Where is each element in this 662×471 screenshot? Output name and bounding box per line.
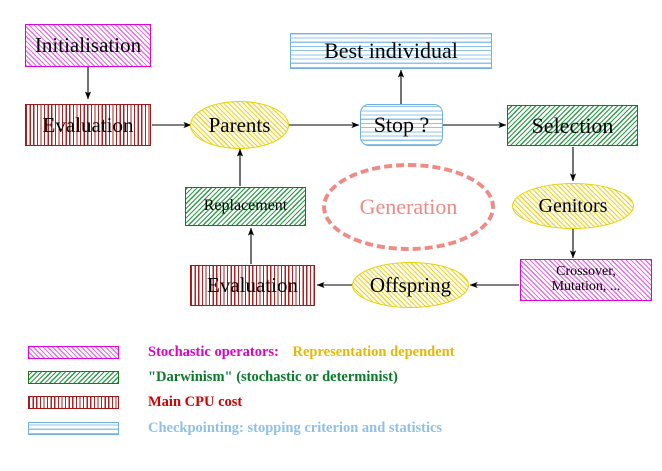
node-initialisation[interactable]: Initialisation bbox=[25, 24, 151, 67]
legend-label-stochastic-secondary: Representation dependent bbox=[292, 344, 455, 360]
node-evaluation-bottom-label: Evaluation bbox=[207, 273, 298, 298]
node-parents-label: Parents bbox=[208, 112, 271, 137]
legend-label-checkpointing: Checkpointing: stopping criterion and st… bbox=[148, 420, 443, 436]
node-offspring-label: Offspring bbox=[369, 272, 452, 297]
node-best-individual-label: Best individual bbox=[324, 38, 458, 64]
node-evaluation-top[interactable]: Evaluation bbox=[25, 104, 151, 146]
legend-label-cpu-cost: Main CPU cost bbox=[148, 394, 243, 410]
legend-row-cpu-cost: Main CPU cost bbox=[28, 394, 242, 411]
node-best-individual[interactable]: Best individual bbox=[290, 33, 492, 69]
legend-swatch-magenta-diagonal-hatch bbox=[28, 346, 119, 359]
legend-row-darwinism: "Darwinism" (stochastic or determinist) bbox=[28, 369, 398, 386]
node-variation-label: Crossover, Mutation, ... bbox=[551, 264, 621, 294]
node-selection-label: Selection bbox=[531, 112, 614, 138]
legend-row-checkpointing: Checkpointing: stopping criterion and st… bbox=[28, 420, 442, 437]
legend-label-darwinism: "Darwinism" (stochastic or determinist) bbox=[148, 369, 398, 385]
legend-swatch-blue-horizontal-hatch bbox=[28, 422, 119, 435]
node-generation: Generation bbox=[322, 163, 495, 251]
node-genitors[interactable]: Genitors bbox=[512, 183, 634, 229]
node-evaluation-top-label: Evaluation bbox=[42, 112, 134, 137]
node-stop-label: Stop ? bbox=[373, 112, 430, 138]
node-parents[interactable]: Parents bbox=[190, 101, 289, 149]
node-replacement-label: Replacement bbox=[203, 197, 288, 215]
node-genitors-label: Genitors bbox=[538, 194, 608, 217]
node-initialisation-label: Initialisation bbox=[34, 33, 142, 58]
legend-label-stochastic: Stochastic operators: Representation dep… bbox=[148, 344, 455, 361]
node-evaluation-bottom[interactable]: Evaluation bbox=[190, 265, 315, 306]
legend-swatch-red-vertical-hatch bbox=[28, 396, 119, 409]
node-replacement[interactable]: Replacement bbox=[185, 187, 306, 226]
legend-row-stochastic: Stochastic operators: Representation dep… bbox=[28, 344, 455, 361]
node-generation-label: Generation bbox=[359, 194, 458, 219]
legend-swatch-green-diagonal-hatch bbox=[28, 371, 119, 384]
node-variation[interactable]: Crossover, Mutation, ... bbox=[520, 259, 652, 301]
node-offspring[interactable]: Offspring bbox=[352, 262, 469, 308]
node-selection[interactable]: Selection bbox=[507, 105, 638, 146]
legend-label-stochastic-primary: Stochastic operators: bbox=[148, 344, 279, 360]
node-stop[interactable]: Stop ? bbox=[360, 104, 443, 146]
